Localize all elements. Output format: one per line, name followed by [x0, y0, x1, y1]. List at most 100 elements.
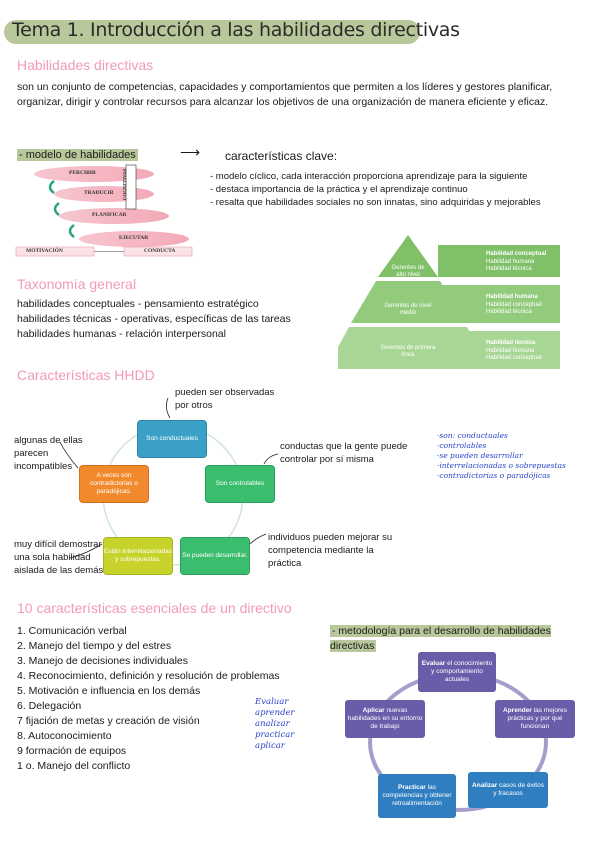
step-evaluar: Evaluar el conocimiento y comportamiento… — [418, 652, 496, 692]
pyramid-svg — [326, 235, 560, 369]
cycle-arrow-1 — [48, 180, 55, 194]
percibir-ellipse — [34, 166, 154, 182]
pyramid-skill: Habilidad técnica — [486, 340, 536, 346]
pyramid-tier-mid — [351, 281, 465, 323]
modelo-diagram-svg — [15, 164, 193, 257]
caracteristica-item: - destaca importancia de la práctica y e… — [210, 184, 468, 195]
handwritten-line: ·contradictorias o paradójicas — [437, 471, 551, 480]
traducir-label: TRADUCIR — [84, 190, 114, 196]
pyramid-skill: Habilidad humana — [486, 347, 535, 354]
diez-item: 6. Delegación — [17, 700, 82, 712]
box-interrelacionadas: Están interrelacionadas y sobrepuestas. — [103, 537, 173, 575]
pyramid-skill: Habilidad humana — [486, 294, 538, 300]
handwritten-steps: Evaluar aprender analizar practicar apli… — [255, 697, 295, 752]
title-highlight — [4, 20, 420, 44]
step-aplicar: Aplicar nuevas habilidades en su entorno… — [345, 700, 425, 738]
pyramid-diagram: Gerentes de alto nivel Gerentes de nivel… — [326, 235, 568, 375]
conducta-label: CONDUCTA — [144, 248, 176, 254]
taxonomia-list: habilidades conceptuales - pensamiento e… — [17, 297, 317, 342]
diez-item: 8. Autoconocimiento — [17, 730, 112, 742]
arrow-mejorar — [249, 533, 267, 545]
heading-taxonomia: Taxonomía general — [17, 276, 137, 292]
planificar-ellipse — [59, 208, 169, 224]
cycle-arrow-2 — [53, 202, 60, 216]
note-incompatibles: algunas de ellas parecen incompatibles — [14, 435, 83, 472]
heading-10-caracteristicas: 10 características esenciales de un dire… — [17, 600, 292, 616]
arrow-incompatibles — [59, 441, 79, 469]
page-title: Tema 1. Introducción a las habilidades d… — [12, 19, 460, 41]
arrow-dificil — [69, 543, 103, 559]
handwritten-step: aprender — [255, 708, 295, 718]
definition-text: son un conjunto de competencias, capacid… — [17, 81, 553, 108]
handwritten-line: ·se pueden desarrollar — [437, 451, 523, 460]
modelo-label: - modelo de habilidades — [17, 149, 138, 161]
handwritten-step: aplicar — [255, 741, 285, 751]
diez-list: 1. Comunicación verbal 2. Manejo del tie… — [17, 624, 317, 774]
note-controlar: conductas que la gente puede controlar p… — [280, 441, 408, 465]
box-controlables: Son controlables — [205, 465, 275, 503]
pyramid-tier-mid-panel — [440, 285, 560, 323]
caracteristica-item: - modelo cíclico, cada interacción propo… — [210, 171, 528, 182]
pyramid-skill: Habilidad conceptual — [486, 301, 542, 308]
diez-item: 7 fijación de metas y creación de visión — [17, 715, 200, 727]
pyramid-skill: Habilidad humana — [486, 258, 535, 265]
cycle-arrow-3 — [68, 224, 75, 238]
taxonomia-item: habilidades humanas - relación interpers… — [17, 328, 226, 340]
pyramid-label-top: Gerentes de alto nivel — [391, 265, 425, 278]
handwritten-line: ·son: conductuales — [437, 431, 508, 440]
diez-item: 2. Manejo del tiempo y del estres — [17, 640, 172, 652]
pyramid-tier-top-panel — [438, 245, 560, 277]
diez-item: 3. Manejo de decisiones individuales — [17, 655, 189, 667]
box-desarrollar: Se pueden desarrollar. — [180, 537, 250, 575]
pyramid-tier-bottom — [326, 327, 490, 369]
planificar-label: PLANIFICAR — [92, 212, 127, 218]
pyramid-skill: Habilidad técnica — [486, 266, 532, 272]
heading-hhdd: Características HHDD — [17, 367, 155, 383]
pyramid-skill: Habilidad técnica — [486, 309, 532, 315]
note-dificil: muy difícil demostrar una sola habilidad… — [14, 539, 104, 576]
handwritten-step: analizar — [255, 719, 290, 729]
diez-item: 5. Motivación e influencia en los demás — [17, 685, 201, 697]
pyramid-skills-mid: Habilidad humana Habilidad conceptual Ha… — [486, 294, 542, 317]
box-contradictorias: A veces son contradictorias o paradójica… — [79, 465, 149, 503]
diez-item: 1. Comunicación verbal — [17, 625, 127, 637]
handwritten-step: Evaluar — [255, 697, 289, 707]
pyramid-skill: Habilidad conceptual — [486, 251, 547, 257]
taxonomia-item: habilidades técnicas - operativas, espec… — [17, 313, 291, 325]
pyramid-skill: Habilidad conceptual — [486, 355, 542, 361]
pyramid-tier-top — [378, 235, 438, 277]
modelo-diagram: PERCIBIR TRADUCIR PLANIFICAR EJECUTAR MO… — [14, 163, 194, 258]
pyramid-label-mid: Gerentes de nivel medio — [384, 303, 432, 316]
cognitivas-label: COGNITIVAS — [123, 168, 129, 201]
box-conductuales: Son conductuales — [137, 420, 207, 458]
handwritten-hhdd-notes: ·son: conductuales ·controlables ·se pue… — [437, 431, 597, 481]
ejecutar-ellipse — [79, 231, 189, 247]
ejecutar-label: EJECUTAR — [119, 235, 149, 241]
caracteristicas-clave-title: características clave: — [225, 149, 338, 163]
arrow-controlar — [263, 453, 279, 465]
handwritten-line: ·controlables — [437, 441, 487, 450]
arrow-right-icon: ⟶ — [180, 144, 201, 160]
diez-item: 9 formación de equipos — [17, 745, 127, 757]
caracteristicas-list: - modelo cíclico, cada interacción propo… — [210, 170, 580, 209]
cognitivas-box — [125, 164, 137, 210]
diez-item: 1 o. Manejo del conflicto — [17, 760, 131, 772]
caracteristica-item: - resalta que habilidades sociales no so… — [210, 197, 541, 208]
step-analizar: Analizar casos de éxitos y fracasos — [468, 772, 548, 808]
step-aprender: Aprender las mejores prácticas y por qué… — [495, 700, 575, 738]
heading-habilidades-directivas: Habilidades directivas — [17, 57, 154, 73]
step-practicar: Practicar las competencias y obtener ret… — [378, 774, 456, 818]
arrow-observadas — [166, 397, 171, 419]
note-mejorar: individuos pueden mejorar su competencia… — [268, 532, 393, 569]
handwritten-step: practicar — [255, 730, 295, 740]
handwritten-line: ·interrelacionadas o sobrepuestas — [437, 461, 566, 470]
percibir-label: PERCIBIR — [69, 170, 96, 176]
pyramid-label-bottom: Gerentes de primera línea — [380, 345, 436, 358]
motivacion-label: MOTIVACIÓN — [26, 248, 63, 254]
taxonomia-item: habilidades conceptuales - pensamiento e… — [17, 298, 259, 310]
pyramid-skills-bottom: Habilidad técnica Habilidad humana Habil… — [486, 340, 542, 363]
pyramid-skills-top: Habilidad conceptual Habilidad humana Ha… — [486, 251, 546, 274]
hhdd-note-arrows — [59, 397, 279, 559]
metodologia-label: - metodología para el desarrollo de habi… — [330, 625, 551, 652]
pyramid-tier-bottom-panel — [468, 331, 560, 369]
